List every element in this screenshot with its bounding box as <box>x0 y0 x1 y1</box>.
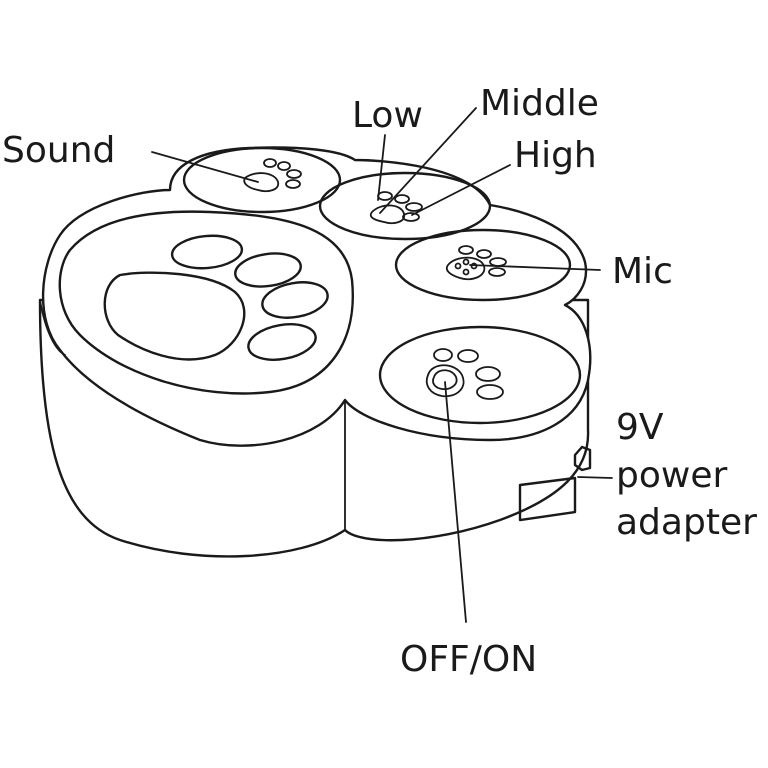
label-adapter: adapter <box>616 502 757 543</box>
leader-off-on <box>444 381 467 623</box>
leader-mic <box>469 264 601 271</box>
volume-pad <box>318 171 492 241</box>
device-top-outline <box>41 146 592 447</box>
leader-sound <box>151 151 259 183</box>
power-port-slot <box>518 476 577 522</box>
sound-pad <box>182 146 342 214</box>
label-mic: Mic <box>612 251 673 292</box>
large-paw-pad-outline <box>58 210 354 395</box>
leader-middle <box>379 107 477 214</box>
leader-low <box>377 134 386 201</box>
label-middle: Middle <box>480 83 599 124</box>
leader-power-adapter <box>577 476 613 479</box>
power-port-plug <box>573 445 592 472</box>
mic-paw-icon <box>445 245 507 281</box>
large-paw-toe-4 <box>247 323 317 361</box>
label-high: High <box>514 135 597 176</box>
power-paw-icon <box>425 348 504 400</box>
label-power: power <box>616 455 728 496</box>
mic-pad <box>394 228 572 302</box>
device-side-left-seam <box>39 299 66 356</box>
power-pad <box>378 325 582 425</box>
label-sound: Sound <box>2 130 116 171</box>
large-paw-toe-3 <box>261 281 329 319</box>
label-low: Low <box>352 95 423 136</box>
large-paw-print-pad <box>103 271 246 361</box>
large-paw-toe-2 <box>234 252 302 288</box>
label-off-on: OFF/ON <box>400 639 538 680</box>
leader-high <box>411 164 511 216</box>
sound-paw-icon <box>243 158 302 193</box>
large-paw-toe-1 <box>170 234 244 270</box>
label-9v: 9V <box>616 407 664 448</box>
